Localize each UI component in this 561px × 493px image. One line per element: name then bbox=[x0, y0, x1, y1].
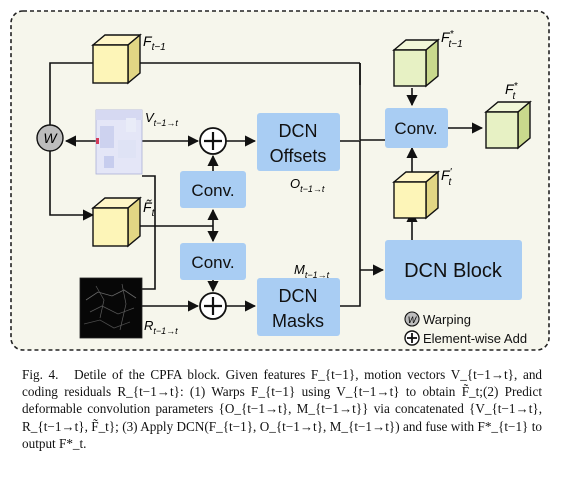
feature-cube-f-prev bbox=[91, 33, 142, 85]
residual-image bbox=[79, 277, 143, 339]
conv-top-block: Conv. bbox=[180, 171, 246, 208]
svg-text:Conv.: Conv. bbox=[191, 253, 234, 272]
f-prev-label: Ft−1 bbox=[143, 33, 166, 53]
dcn-masks-block: DCN Masks bbox=[257, 278, 340, 336]
o-label: Ot−1→t bbox=[290, 176, 325, 194]
v-label: Vt−1→t bbox=[145, 110, 178, 128]
connectors bbox=[49, 62, 484, 312]
dcn-offsets-block: DCN Offsets bbox=[257, 113, 340, 171]
conv-right-block: Conv. bbox=[385, 108, 448, 148]
caption-text: Detile of the CPFA block. Given features… bbox=[22, 367, 543, 451]
conv-bottom-block: Conv. bbox=[180, 243, 246, 280]
svg-text:W: W bbox=[43, 130, 58, 146]
r-label: Rt−1→t bbox=[144, 318, 178, 336]
caption-fig-label: Fig. 4. bbox=[22, 367, 59, 382]
legend-add-label: Element-wise Add bbox=[423, 331, 527, 346]
add-operator-bottom bbox=[199, 292, 227, 320]
add-operator-top bbox=[199, 127, 227, 155]
svg-text:Masks: Masks bbox=[272, 311, 324, 331]
f-star-prev-label: F*t−1 bbox=[441, 29, 463, 50]
legend-warp-icon: W bbox=[404, 311, 420, 327]
warp-operator: W bbox=[36, 124, 64, 152]
f-star-out-label: F*t bbox=[505, 81, 519, 102]
dcn-block: DCN Block bbox=[385, 240, 522, 300]
feature-cube-f-star-out bbox=[484, 100, 532, 150]
svg-text:Conv.: Conv. bbox=[394, 119, 437, 138]
svg-text:W: W bbox=[408, 315, 418, 325]
svg-text:DCN Block: DCN Block bbox=[404, 260, 503, 282]
legend-add-icon bbox=[404, 330, 420, 346]
svg-text:Conv.: Conv. bbox=[191, 181, 234, 200]
figure-caption: Fig. 4. Detile of the CPFA block. Given … bbox=[22, 366, 542, 452]
svg-text:Offsets: Offsets bbox=[270, 146, 327, 166]
m-label: Mt−1→t bbox=[294, 262, 330, 280]
f-tilde-label: F̃t bbox=[143, 199, 156, 219]
svg-text:DCN: DCN bbox=[279, 286, 318, 306]
feature-cube-f-tilde bbox=[91, 196, 142, 248]
legend-warping-label: Warping bbox=[423, 312, 471, 327]
legend: W Warping Element-wise Add bbox=[404, 311, 527, 346]
feature-cube-f-star-prev bbox=[392, 38, 440, 88]
svg-text:DCN: DCN bbox=[279, 121, 318, 141]
f-prime-label: F't bbox=[441, 167, 453, 188]
motion-vector-image bbox=[95, 109, 143, 175]
feature-cube-f-prime bbox=[392, 170, 440, 220]
